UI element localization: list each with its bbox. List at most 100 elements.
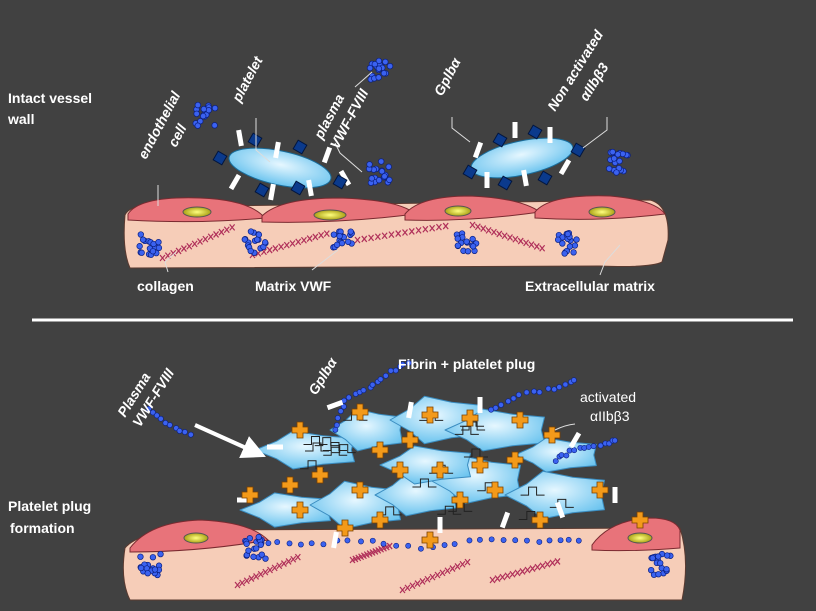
collagen-twist <box>294 553 301 561</box>
nucleus <box>588 206 616 218</box>
fibrin-fiber <box>323 446 348 456</box>
label-fibrin-plug: Fibrin + platelet plug <box>398 356 535 372</box>
vwf-bead <box>255 533 262 541</box>
vwf-strand <box>145 406 194 438</box>
non-activated-receptor <box>212 150 228 166</box>
vwf-bead <box>136 243 143 250</box>
gplba-receptor <box>273 141 281 159</box>
vwf-bead <box>477 536 483 543</box>
collagen-twist <box>439 569 446 577</box>
collagen-twist <box>454 563 461 570</box>
vwf-bead <box>375 65 383 72</box>
vwf-bead <box>585 444 592 450</box>
vwf-bead <box>265 540 272 547</box>
vwf-bead <box>308 540 315 547</box>
label-matrix-vwf: Matrix VWF <box>255 278 332 294</box>
non-activated-receptor <box>497 175 513 191</box>
vwf-bead <box>385 163 392 170</box>
non-activated-receptor <box>570 142 586 158</box>
vwf-bead <box>648 566 655 574</box>
vwf-bead <box>145 406 152 412</box>
collagen-twist <box>554 558 561 565</box>
collagen-twist <box>529 565 536 572</box>
fibrin-fiber <box>412 478 437 488</box>
vwf-bead <box>144 570 151 577</box>
vwf-bead <box>137 564 145 572</box>
collagen-twist <box>489 576 496 584</box>
vwf-bead <box>451 541 458 547</box>
collagen-twist <box>300 236 307 244</box>
vwf-bead <box>250 553 257 560</box>
fibrin-fiber <box>314 437 339 447</box>
vwf-bead <box>545 385 552 392</box>
collagen-twist <box>533 243 540 250</box>
vwf-bead <box>149 248 157 255</box>
vwf-bead <box>418 545 424 552</box>
vwf-bead <box>200 105 207 113</box>
vwf-bead <box>211 105 219 112</box>
non-activated-receptor <box>462 164 478 180</box>
fibrin-fiber <box>377 506 402 516</box>
gplba-receptor <box>406 401 414 419</box>
collagen-twist <box>266 246 273 254</box>
vwf-bead <box>375 57 383 65</box>
non-activated-receptor <box>537 170 553 186</box>
collagen-twist <box>496 230 503 238</box>
collagen-twist <box>386 542 393 550</box>
activated-platelet <box>239 492 331 528</box>
activated-receptor <box>421 531 439 549</box>
collagen-twist <box>374 233 381 241</box>
vwf-bead <box>500 537 507 543</box>
label-extracellular-matrix: Extracellular matrix <box>525 278 655 294</box>
label-gplba: Gplbα <box>305 354 341 398</box>
receptors <box>237 397 649 549</box>
vwf-bead <box>393 542 400 549</box>
vwf-bead <box>137 553 144 560</box>
label-gplba: Gplbα <box>431 54 465 98</box>
vwf-bead <box>488 536 495 543</box>
leader-lines <box>157 71 621 276</box>
gplba-receptor <box>437 517 443 533</box>
collagen-twist <box>480 225 487 232</box>
vwf-bead <box>571 242 579 249</box>
collagen-twist <box>524 566 531 574</box>
vwf-bead <box>157 415 164 422</box>
vwf-bead <box>590 443 597 450</box>
vwf-bead <box>657 559 664 567</box>
collagen-twist <box>504 572 511 580</box>
vwf-bead <box>157 550 164 558</box>
gplba-receptor <box>326 399 344 411</box>
vwf-bead <box>200 112 207 120</box>
collagen-twist <box>485 226 492 234</box>
vwf-bead <box>610 155 618 162</box>
vwf-cluster <box>192 101 219 129</box>
collagen-twist <box>223 226 230 234</box>
collagen-twist <box>159 254 166 262</box>
collagen-twist <box>419 578 426 585</box>
collagen-twist <box>539 562 546 570</box>
vwf-bead <box>366 64 374 72</box>
collagen-twist <box>464 558 471 566</box>
vwf-bead <box>536 539 543 545</box>
leader-line <box>554 423 576 431</box>
activated-receptor <box>241 486 259 504</box>
collagen-twist <box>218 228 225 236</box>
collagen-twist <box>388 231 395 239</box>
vwf-bead <box>358 538 364 545</box>
collagen-fiber <box>489 558 561 584</box>
vwf-bead <box>166 422 173 428</box>
activated-receptor <box>421 406 439 424</box>
vwf-bead <box>347 228 354 235</box>
vwf-cluster <box>366 158 393 186</box>
collagen-twist <box>243 577 250 585</box>
vwf-bead <box>151 566 159 573</box>
vwf-bead <box>297 541 304 548</box>
vwf-bead <box>378 158 385 165</box>
vwf-bead <box>345 394 352 401</box>
vwf-bead <box>150 409 156 416</box>
vwf-bead <box>375 177 383 184</box>
vwf-bead <box>562 381 569 388</box>
vwf-bead <box>330 231 338 238</box>
gplba-receptor <box>236 129 244 147</box>
collagen-twist <box>318 231 325 239</box>
